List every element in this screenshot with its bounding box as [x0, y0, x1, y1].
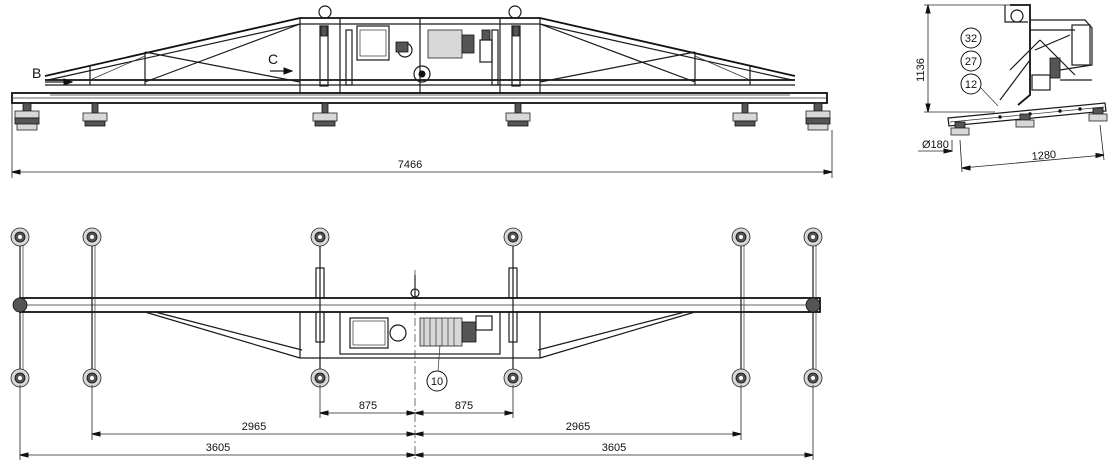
svg-text:875: 875 [455, 400, 473, 412]
svg-text:12: 12 [965, 79, 977, 91]
dimension-outer: 3605 3605 [19, 385, 814, 460]
front-pads [14, 102, 831, 131]
svg-text:2965: 2965 [242, 421, 266, 433]
svg-text:10: 10 [431, 376, 443, 388]
callout-10: 10 [426, 344, 448, 392]
dimension-overall-length: 7466 [11, 103, 833, 178]
dimension-inner: 875 875 [319, 385, 514, 418]
section-marker-c: C [268, 51, 294, 75]
svg-text:875: 875 [359, 400, 377, 412]
dimension-mid: 2965 2965 [91, 385, 742, 440]
callout-32: 32 [960, 27, 982, 49]
svg-text:3605: 3605 [206, 442, 230, 454]
callout-12: 12 [960, 73, 982, 95]
svg-text:1280: 1280 [1031, 149, 1056, 163]
front-elevation: B C 7466 [11, 5, 833, 178]
side-view: 1136 Ø180 [915, 4, 1108, 173]
svg-text:Ø180: Ø180 [922, 139, 949, 151]
svg-text:1136: 1136 [915, 58, 927, 82]
section-marker-b: B [32, 65, 74, 86]
plan-pads [10, 227, 823, 388]
svg-text:C: C [268, 51, 278, 67]
svg-text:27: 27 [965, 56, 977, 68]
svg-text:B: B [32, 65, 41, 81]
svg-text:32: 32 [965, 33, 977, 45]
dimension-diameter: Ø180 [918, 139, 953, 154]
plan-view: 10 875 875 2965 2965 [10, 227, 823, 460]
svg-text:7466: 7466 [398, 159, 422, 171]
svg-text:2965: 2965 [566, 421, 590, 433]
callout-27: 27 [960, 50, 982, 72]
dimension-pad-spacing: 1280 [959, 124, 1105, 173]
svg-text:3605: 3605 [602, 442, 626, 454]
